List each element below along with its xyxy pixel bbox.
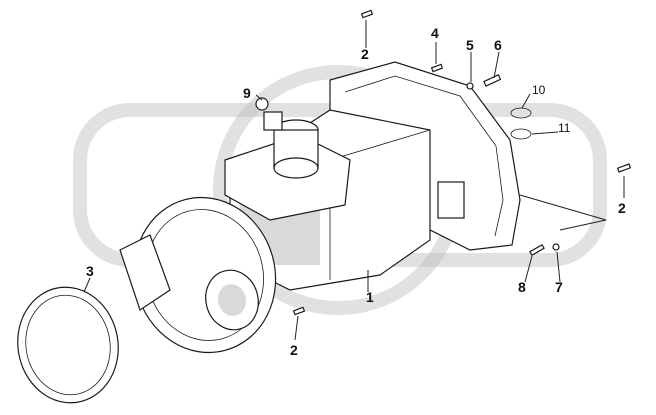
callout-2-bottom: 2: [290, 342, 298, 358]
callout-3: 3: [86, 263, 94, 279]
callout-2-top: 2: [361, 46, 369, 62]
callout-8: 8: [518, 279, 526, 295]
callout-10: 10: [532, 83, 546, 97]
loose-parts: [255, 9, 632, 316]
callout-2-right: 2: [618, 200, 626, 216]
leader-lines: [83, 20, 625, 341]
gasket-ring: [17, 286, 119, 404]
output-ring-gear: [119, 196, 277, 354]
callout-7: 7: [555, 279, 563, 295]
callout-9: 9: [243, 85, 251, 101]
callout-4: 4: [431, 25, 439, 41]
callout-5: 5: [466, 37, 474, 53]
callout-1: 1: [366, 289, 374, 305]
callout-11: 11: [558, 121, 571, 135]
callout-6: 6: [494, 37, 502, 53]
control-valve-block: [224, 111, 351, 221]
callout-labels: 1 2 2 2 3 4 5 6 7 8 9 10 11: [86, 25, 626, 358]
